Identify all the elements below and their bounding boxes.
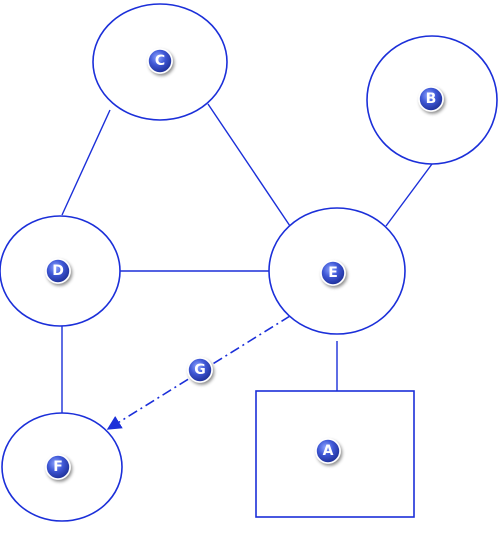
node-e-badge-circle: [320, 260, 346, 286]
node-b-label: B: [426, 91, 437, 107]
edge-g-badge: G: [187, 357, 213, 383]
node-f-badge: F: [45, 454, 71, 480]
edge-g-label: G: [194, 362, 206, 378]
node-d-badge-circle: [45, 258, 71, 284]
node-c-badge: C: [147, 48, 173, 74]
node-b-badge: B: [418, 86, 444, 112]
node-f-label: F: [53, 459, 63, 475]
node-d-badge: D: [45, 258, 71, 284]
node-a-badge: A: [315, 438, 341, 464]
edge-b-e: [385, 163, 433, 227]
node-e-label: E: [328, 265, 338, 281]
node-c-badge-circle: [147, 48, 173, 74]
edge-c-d: [61, 109, 111, 216]
edge-c-e: [207, 103, 291, 227]
node-a-badge-circle: [315, 438, 341, 464]
node-e-badge: E: [320, 260, 346, 286]
node-f-badge-circle: [45, 454, 71, 480]
edge-g-badge-circle: [187, 357, 213, 383]
node-a-label: A: [323, 443, 334, 459]
node-d-label: D: [52, 263, 64, 279]
node-c-label: C: [155, 53, 165, 69]
node-b-badge-circle: [418, 86, 444, 112]
